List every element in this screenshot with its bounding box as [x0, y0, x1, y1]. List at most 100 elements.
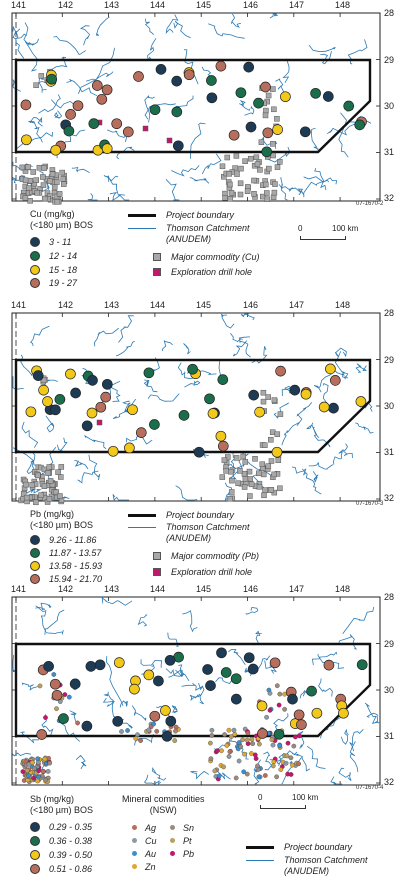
commodity-symbol	[270, 194, 277, 201]
river-segment	[183, 343, 191, 355]
sample-site	[300, 388, 312, 400]
legend-boundary: Project boundary	[246, 841, 352, 853]
sample-site	[20, 99, 32, 111]
river-segment	[269, 13, 279, 19]
river-segment	[12, 175, 25, 184]
river-segment	[181, 682, 204, 691]
mineral-dot-icon	[170, 851, 175, 856]
lon-label: 143	[104, 0, 120, 10]
mineral-label: Sn	[183, 822, 195, 833]
river-segment	[147, 393, 180, 402]
commodity-symbol	[258, 139, 265, 145]
mineral-symbol	[125, 728, 130, 733]
sample-site	[171, 75, 183, 87]
commodity-symbol	[19, 164, 26, 171]
river-segment	[112, 494, 130, 501]
commodity-symbol	[260, 398, 267, 405]
commodity-symbol	[225, 454, 231, 460]
legend-title: Cu (mg/kg) (<180 µm) BOS	[30, 209, 93, 231]
commodity-symbol	[256, 484, 263, 490]
lat-label: 32	[384, 193, 395, 203]
river-segment	[116, 340, 135, 357]
drill-hole	[142, 125, 149, 132]
river-segment	[296, 402, 313, 426]
lon-label: 141	[11, 0, 27, 10]
river-segment	[227, 463, 245, 469]
commodity-symbol	[240, 453, 246, 460]
lon-label: 144	[150, 0, 166, 10]
drill-label: Exploration drill hole	[171, 567, 253, 577]
map-frame	[11, 312, 381, 502]
lat-label: 29	[384, 355, 395, 365]
commodity-symbol	[270, 141, 276, 147]
sample-site	[91, 80, 103, 91]
commodity-symbol	[247, 493, 253, 499]
class-label: 0.36 - 0.38	[49, 836, 93, 846]
mineral-symbol	[285, 740, 291, 746]
lat-label: 30	[384, 685, 395, 695]
sample-site	[155, 64, 167, 75]
river-segment	[244, 106, 255, 116]
mineral-symbol	[282, 706, 287, 712]
catchment-line-icon	[128, 228, 156, 229]
river-segment	[144, 774, 162, 786]
project-boundary	[14, 58, 372, 154]
legend-class: 19 - 27	[30, 277, 77, 289]
commodity-symbol	[270, 152, 276, 159]
mineral-symbol	[240, 737, 245, 743]
river-segment	[161, 340, 173, 352]
sample-site	[202, 664, 213, 675]
commodity-symbol	[58, 464, 65, 470]
commodity-symbol	[265, 394, 271, 400]
river-segment	[303, 179, 330, 198]
legend-class: 12 - 14	[30, 250, 77, 262]
river-segment	[190, 770, 210, 780]
sample-site	[51, 689, 63, 701]
river-segment	[147, 38, 157, 60]
mineral-item: Zn	[132, 861, 156, 872]
sample-site	[112, 715, 124, 727]
mineral-symbol	[257, 741, 262, 747]
mineral-symbol	[54, 706, 59, 712]
catchment-line-icon	[128, 527, 156, 528]
legend-title-element: Sb (mg/kg)	[30, 794, 75, 804]
commodity-symbol	[275, 457, 282, 463]
drill-hole	[96, 419, 103, 426]
mineral-symbol	[154, 728, 160, 734]
mineral-symbol	[270, 742, 276, 748]
mineral-item: Sn	[170, 822, 194, 833]
commodity-square-icon	[153, 552, 161, 560]
river-segment	[118, 315, 134, 343]
river-segment	[105, 656, 124, 707]
class-label: 15 - 18	[49, 265, 78, 275]
commodity-symbol	[56, 191, 63, 197]
river-segment	[20, 354, 33, 376]
commodity-symbol	[229, 477, 235, 484]
commodity-symbol	[257, 167, 263, 173]
river-segment	[84, 434, 107, 450]
river-segment	[189, 694, 200, 702]
commodity-symbol	[237, 180, 244, 187]
sample-sites	[36, 647, 368, 742]
mineral-symbol	[293, 734, 298, 740]
river-segment	[281, 385, 291, 397]
commodity-symbol	[233, 455, 240, 461]
mineral-symbol	[290, 762, 295, 768]
commodity-symbol	[268, 487, 275, 493]
class-symbol	[30, 251, 40, 261]
mineral-symbol	[219, 748, 224, 754]
sample-site	[95, 401, 107, 413]
mineral-symbol	[215, 748, 220, 754]
river-segment	[290, 187, 305, 196]
mineral-symbol	[209, 727, 215, 733]
river-segment	[137, 614, 148, 627]
lat-label: 29	[384, 55, 395, 65]
sample-site	[217, 440, 229, 452]
river-segment	[291, 466, 307, 476]
mineral-symbol	[66, 694, 72, 700]
river-segment	[165, 668, 190, 682]
mineral-symbol	[249, 751, 254, 756]
mineral-symbol	[212, 768, 218, 774]
legend-class: 0.51 - 0.86	[30, 863, 92, 875]
commodity-symbol	[34, 190, 41, 196]
